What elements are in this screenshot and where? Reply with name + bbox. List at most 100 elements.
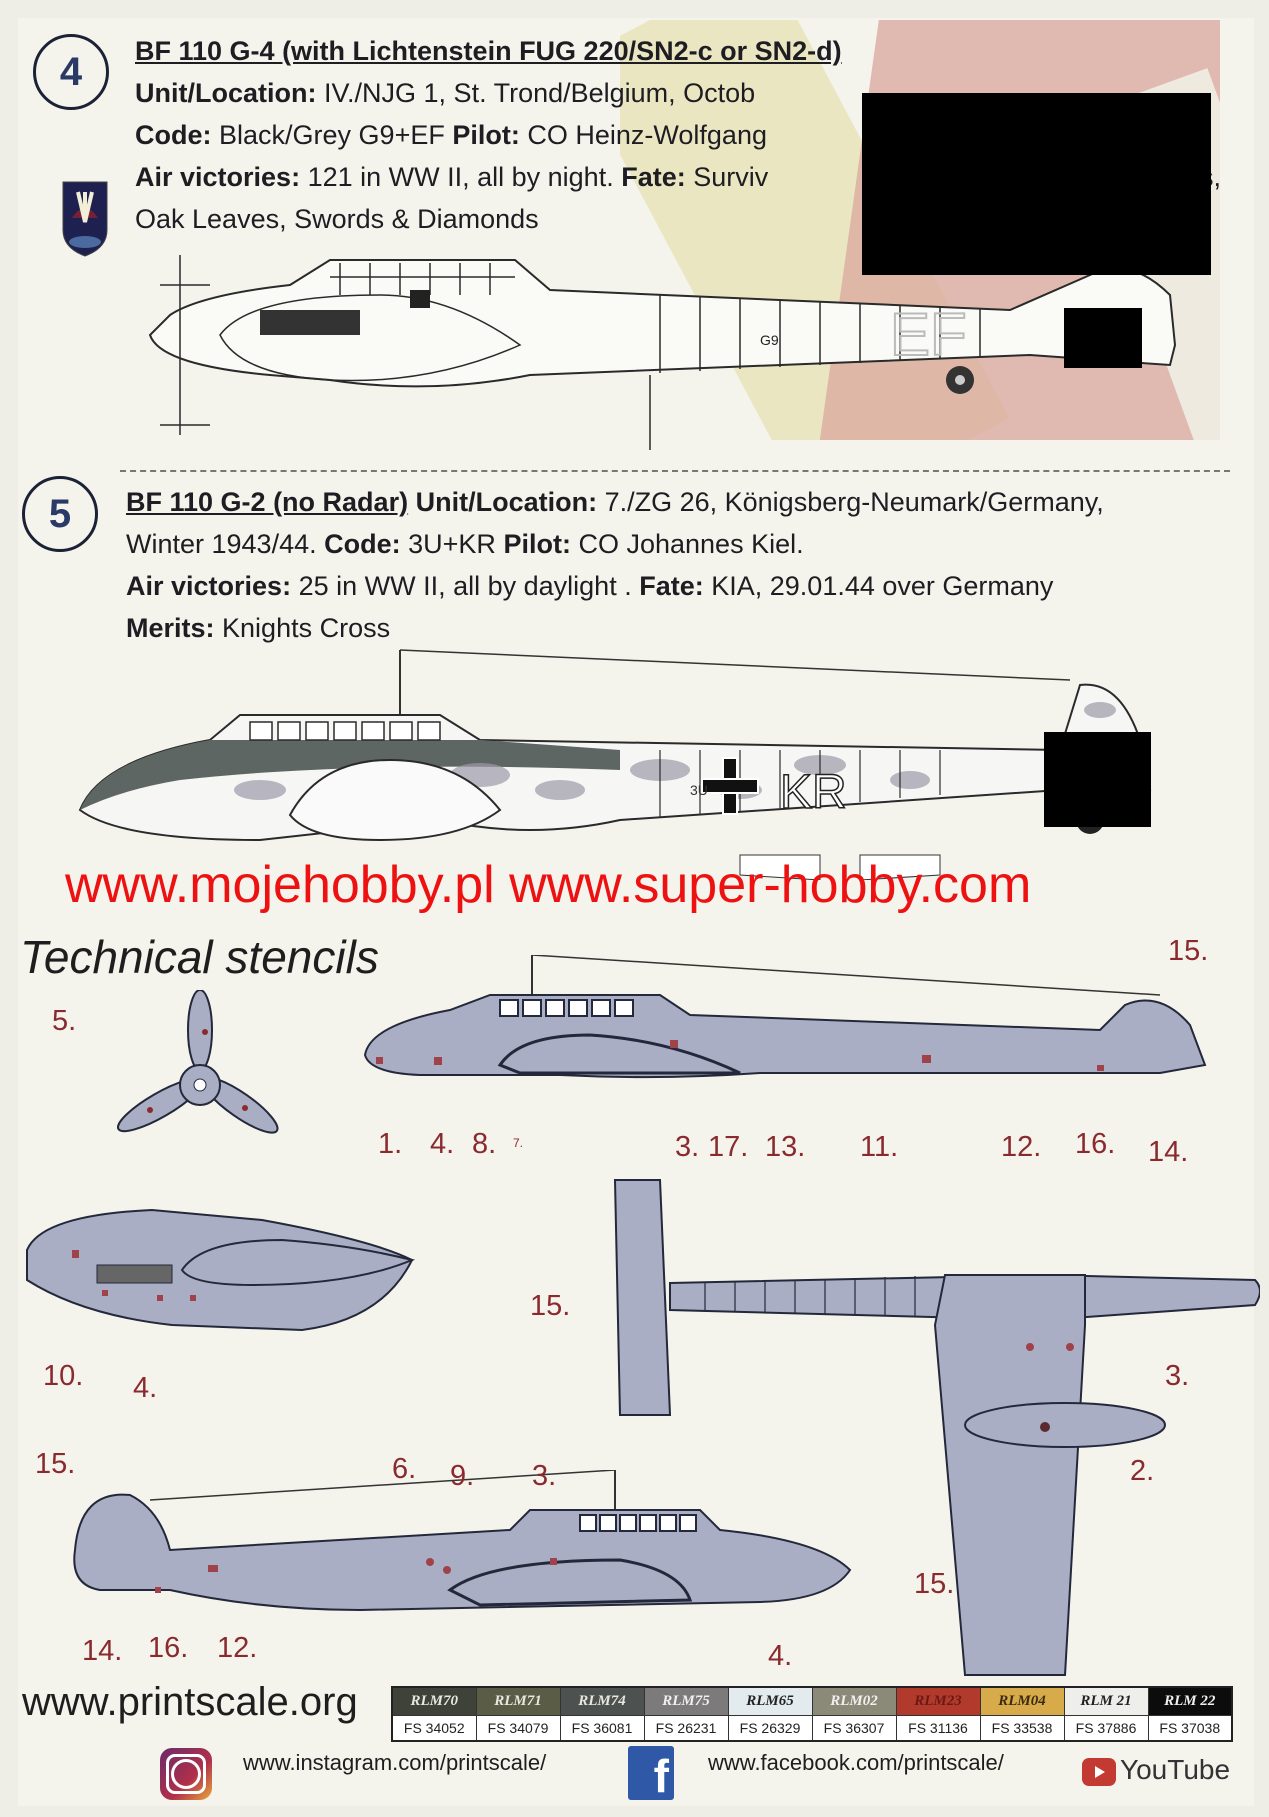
callout-label: 15. bbox=[35, 1448, 76, 1480]
propeller-diagram bbox=[117, 990, 279, 1134]
callout-label: 2. bbox=[1130, 1455, 1155, 1487]
callout-label: 3. bbox=[1165, 1360, 1190, 1392]
fs-code: FS 34052 bbox=[391, 1714, 477, 1742]
callout-label: 7. bbox=[513, 1136, 524, 1150]
aircraft-profile-4: G9 EF bbox=[148, 255, 1177, 450]
callout-label: 16. bbox=[148, 1632, 189, 1664]
fs-row: FS 34052 FS 34079 FS 36081 FS 26231 FS 2… bbox=[391, 1714, 1233, 1742]
stencils-title: Technical stencils bbox=[20, 931, 379, 983]
fs-code: FS 33538 bbox=[979, 1714, 1065, 1742]
fate-label: Fate: bbox=[639, 571, 704, 601]
fate-label: Fate: bbox=[621, 162, 686, 192]
victories-value: 25 in WW II, all by daylight . bbox=[298, 571, 632, 601]
callout-label: 11. bbox=[860, 1131, 899, 1163]
profile4-info: BF 110 G-4 (with Lichtenstein FUG 220/SN… bbox=[135, 30, 842, 240]
pilot-label: Pilot: bbox=[503, 529, 571, 559]
callout-label: 12. bbox=[217, 1632, 258, 1664]
stencil-nacelle-view bbox=[26, 1208, 416, 1332]
facebook-icon[interactable]: f bbox=[628, 1746, 674, 1802]
callout-label: 14. bbox=[82, 1635, 123, 1667]
redaction-block bbox=[862, 93, 1211, 275]
code-label: Code: bbox=[324, 529, 401, 559]
youtube-icon[interactable] bbox=[1082, 1758, 1116, 1786]
profile-number-badge: 5 bbox=[22, 476, 98, 552]
callout-label: 17. bbox=[708, 1131, 749, 1163]
callout-label: 12. bbox=[1001, 1131, 1042, 1163]
rlm-swatch: RLM74 bbox=[559, 1686, 645, 1716]
stencil-top-view bbox=[613, 1179, 1260, 1676]
printscale-website-link[interactable]: www.printscale.org bbox=[22, 1680, 358, 1724]
fs-code: FS 26231 bbox=[643, 1714, 729, 1742]
victories-label: Air victories: bbox=[135, 162, 301, 192]
pilot-value: CO Heinz-Wolfgang bbox=[527, 120, 767, 150]
rlm-swatch: RLM 21 bbox=[1063, 1686, 1149, 1716]
redaction-block bbox=[1064, 308, 1142, 368]
unit-label: Unit/Location: bbox=[135, 78, 317, 108]
callout-label: 3. bbox=[675, 1131, 700, 1163]
profile4-title: BF 110 G-4 (with Lichtenstein FUG 220/SN… bbox=[135, 36, 842, 66]
stencil-side-view-left bbox=[363, 955, 1207, 1079]
fs-code: FS 37038 bbox=[1147, 1714, 1233, 1742]
unit-value: 7./ZG 26, Königsberg-Neumark/Germany, bbox=[604, 487, 1104, 517]
profile-number: 4 bbox=[59, 49, 83, 94]
callout-label: 10. bbox=[43, 1360, 84, 1392]
instagram-link[interactable]: www.instagram.com/printscale/ bbox=[243, 1750, 547, 1775]
instagram-icon[interactable] bbox=[160, 1748, 212, 1800]
callout-label: 9. bbox=[450, 1460, 475, 1492]
callout-label: 6. bbox=[392, 1453, 417, 1485]
rlm-swatch: RLM75 bbox=[643, 1686, 729, 1716]
redaction-block bbox=[1044, 732, 1151, 827]
aircraft-profile-5: 3U KR bbox=[78, 649, 1152, 880]
unit-emblem-icon bbox=[62, 181, 108, 257]
fuselage-code-small: G9 bbox=[760, 332, 779, 348]
rlm-row: RLM70 RLM71 RLM74 RLM75 RLM65 RLM02 RLM2… bbox=[391, 1686, 1233, 1716]
profile-number-badge: 4 bbox=[33, 34, 109, 110]
rlm-swatch: RLM70 bbox=[391, 1686, 477, 1716]
facebook-link[interactable]: www.facebook.com/printscale/ bbox=[708, 1750, 1004, 1775]
callout-label: 5. bbox=[52, 1005, 77, 1037]
rlm-swatch: RLM02 bbox=[811, 1686, 897, 1716]
profile5-title: BF 110 G-2 (no Radar) bbox=[126, 487, 409, 517]
callout-label: 3. bbox=[532, 1460, 557, 1492]
fs-code: FS 36081 bbox=[559, 1714, 645, 1742]
rlm-swatch: RLM65 bbox=[727, 1686, 813, 1716]
profile5-info: BF 110 G-2 (no Radar) Unit/Location: 7./… bbox=[126, 481, 1104, 649]
merits-label: Merits: bbox=[126, 613, 215, 643]
unit-label: Unit/Location: bbox=[415, 487, 598, 517]
stencil-side-view-right bbox=[73, 1470, 852, 1612]
callout-label: 4. bbox=[430, 1128, 455, 1160]
merits-value: Knights Cross bbox=[222, 613, 391, 643]
callout-label: 1. bbox=[378, 1128, 403, 1160]
rlm-swatch: RLM 22 bbox=[1147, 1686, 1233, 1716]
rlm-swatch: RLM23 bbox=[895, 1686, 981, 1716]
pilot-value: CO Johannes Kiel. bbox=[578, 529, 804, 559]
callout-label: 4. bbox=[133, 1372, 158, 1404]
rlm-swatch: RLM71 bbox=[475, 1686, 561, 1716]
fate-value: Surviv bbox=[693, 162, 769, 192]
code-value: 3U+KR bbox=[408, 529, 496, 559]
merits-value: Oak Leaves, Swords & Diamonds bbox=[135, 204, 539, 234]
pilot-label: Pilot: bbox=[452, 120, 520, 150]
watermark-text: www.mojehobby.pl www.super-hobby.com bbox=[65, 856, 1032, 914]
victories-label: Air victories: bbox=[126, 571, 292, 601]
fuselage-code-large: KR bbox=[780, 766, 847, 819]
victories-value: 121 in WW II, all by night. bbox=[307, 162, 614, 192]
callout-label: 14. bbox=[1148, 1136, 1189, 1168]
fs-code: FS 37886 bbox=[1063, 1714, 1149, 1742]
date-value: Winter 1943/44. bbox=[126, 529, 317, 559]
unit-value: IV./NJG 1, St. Trond/Belgium, Octob bbox=[324, 78, 756, 108]
colour-reference-table: RLM70 RLM71 RLM74 RLM75 RLM65 RLM02 RLM2… bbox=[391, 1686, 1233, 1742]
fate-value: KIA, 29.01.44 over Germany bbox=[711, 571, 1054, 601]
rlm-swatch: RLM04 bbox=[979, 1686, 1065, 1716]
callout-label: 15. bbox=[914, 1568, 955, 1600]
fs-code: FS 36307 bbox=[811, 1714, 897, 1742]
profile-number: 5 bbox=[48, 491, 72, 536]
code-value: Black/Grey G9+EF bbox=[219, 120, 445, 150]
section-divider bbox=[120, 470, 1230, 472]
youtube-link[interactable]: YouTube bbox=[1120, 1754, 1231, 1785]
fuselage-code-large: EF bbox=[890, 301, 967, 368]
callout-label: 15. bbox=[1168, 935, 1209, 967]
fs-code: FS 34079 bbox=[475, 1714, 561, 1742]
callout-label: 16. bbox=[1075, 1128, 1116, 1160]
callout-label: 8. bbox=[472, 1128, 497, 1160]
